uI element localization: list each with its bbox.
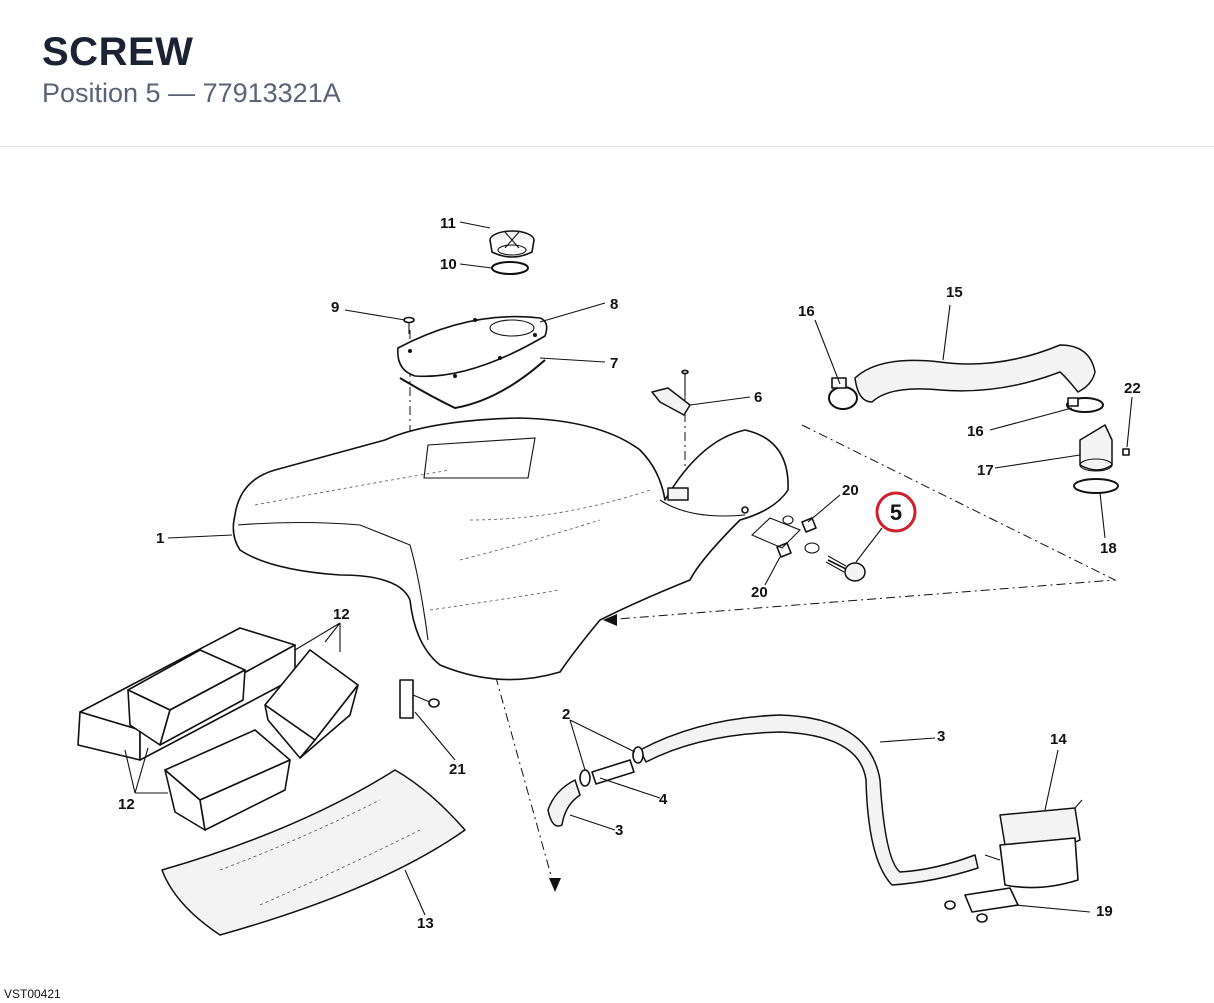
part-21-clip (399, 679, 440, 719)
page-title: SCREW (42, 30, 194, 74)
callout-1: 1 (156, 530, 164, 547)
part-7-gasket (399, 359, 546, 410)
callout-2: 2 (562, 706, 570, 723)
part-3-vent-hose-short (547, 779, 581, 827)
part-13-pad (161, 769, 466, 936)
part-15-filler-hose (854, 344, 1096, 403)
part-subtitle: Position 5 — 77913321A (42, 78, 341, 108)
callout-21: 21 (449, 761, 466, 778)
callout-14: 14 (1050, 731, 1067, 748)
part-1-fuel-tank (232, 417, 789, 681)
callout-11: 11 (440, 215, 456, 232)
part-17-filler-neck (1079, 424, 1113, 472)
callout-9: 9 (331, 299, 339, 316)
diagram-svg: 11 10 9 8 7 6 16 15 22 16 17 18 1 20 20 … (77, 215, 1141, 936)
part-10-o-ring (491, 261, 529, 275)
callout-7: 7 (610, 355, 618, 372)
part-12-foam-block-4 (164, 729, 291, 831)
part-16-hose-clamp-lower (1066, 397, 1104, 413)
arrow-head-down (549, 878, 561, 892)
callout-12-upper: 12 (333, 606, 350, 623)
part-20-washer-nut-upper (782, 515, 817, 533)
part-22-small-plug (1122, 448, 1130, 456)
arrow-head-left (603, 614, 617, 626)
part-8-flange-plate (397, 315, 548, 378)
callout-3-short: 3 (615, 822, 623, 839)
part-4-fitting (591, 759, 635, 785)
part-12-foam-block-2 (127, 649, 246, 746)
part-19-mount-bracket (944, 887, 1019, 923)
drawing-code: VST00421 (4, 987, 61, 1001)
callout-15: 15 (946, 284, 963, 301)
callout-20-lower: 20 (751, 584, 768, 601)
callout-8: 8 (610, 296, 618, 313)
callout-13: 13 (417, 915, 434, 932)
part-18-gasket (1073, 478, 1119, 494)
part-12-foam-block-3 (264, 649, 359, 759)
callout-6: 6 (754, 389, 762, 406)
part-5-screw-highlighted (825, 555, 866, 582)
part-11-filler-cap (489, 230, 535, 258)
callout-17: 17 (977, 462, 994, 479)
callout-10: 10 (440, 256, 457, 273)
part-16-hose-clamp-upper (828, 377, 858, 410)
highlight-number: 5 (890, 500, 902, 525)
mount-plate (751, 517, 820, 554)
page-header: SCREW Position 5 — 77913321A (0, 0, 1214, 147)
part-6-bracket (651, 369, 691, 501)
part-20-washer-nut-lower (776, 542, 792, 558)
callout-16-lower: 16 (967, 423, 984, 440)
highlight-ring (875, 491, 917, 533)
callout-20-upper: 20 (842, 482, 859, 499)
assembly-line-filler (604, 424, 1117, 621)
part-14-canister (984, 799, 1083, 889)
callout-19: 19 (1096, 903, 1113, 920)
part-9-screw (403, 316, 415, 334)
exploded-parts-diagram: 11 10 9 8 7 6 16 15 22 16 17 18 1 20 20 … (0, 147, 1214, 1003)
callout-4: 4 (659, 791, 668, 808)
leader-lines (124, 221, 1133, 916)
callout-18: 18 (1100, 540, 1117, 557)
callout-16-upper: 16 (798, 303, 815, 320)
highlighted-callout-5[interactable]: 5 (875, 491, 917, 533)
callout-12-lower: 12 (118, 796, 135, 813)
callout-3-long: 3 (937, 728, 945, 745)
part-3-vent-hose-long (639, 714, 979, 886)
callout-labels: 11 10 9 8 7 6 16 15 22 16 17 18 1 20 20 … (118, 215, 1141, 932)
callout-22: 22 (1124, 380, 1141, 397)
